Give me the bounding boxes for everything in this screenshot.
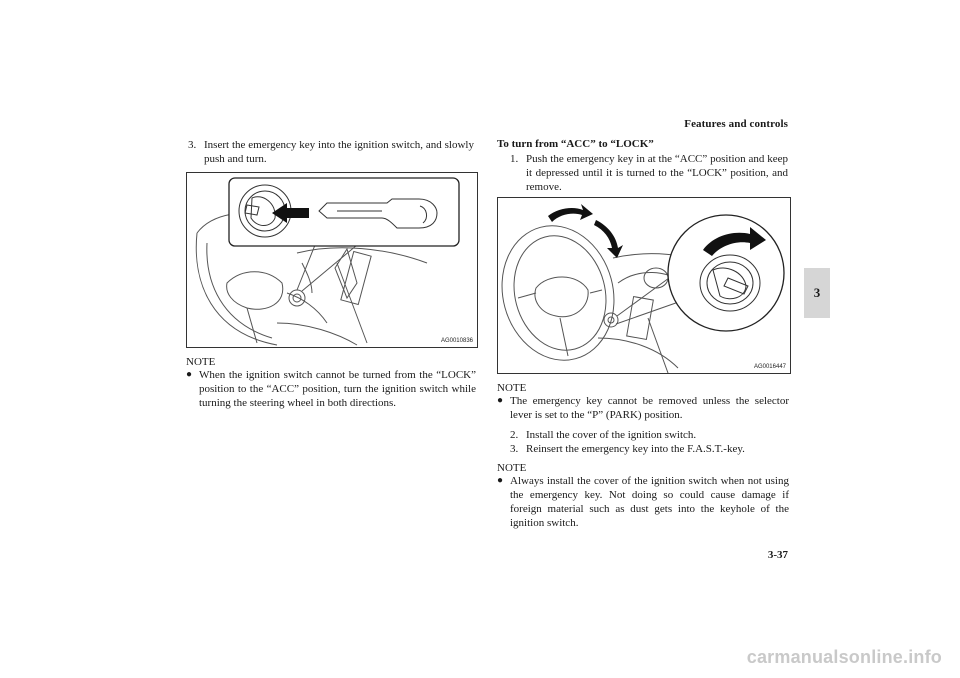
section-subheading: To turn from “ACC” to “LOCK” bbox=[497, 138, 654, 150]
chapter-tab: 3 bbox=[804, 268, 830, 318]
bullet-dot-icon: ● bbox=[497, 475, 504, 486]
note-bullet-item: ● Always install the cover of the igniti… bbox=[497, 474, 789, 530]
note-label: NOTE bbox=[186, 356, 216, 368]
step-number: 3. bbox=[510, 443, 519, 455]
step-text: Install the cover of the ignition switch… bbox=[526, 429, 697, 441]
step-number: 2. bbox=[510, 429, 519, 441]
figure-code: AG0016447 bbox=[753, 364, 786, 370]
note-bullet-item: ● The emergency key cannot be removed un… bbox=[497, 394, 789, 422]
watermark: carmanualsonline.info bbox=[746, 647, 942, 667]
step-text: Reinsert the emergency key into the F.A.… bbox=[526, 443, 745, 455]
right-step-2: 2. Install the cover of the ignition swi… bbox=[510, 428, 788, 442]
note-bullet-item: ● When the ignition switch cannot be tur… bbox=[186, 368, 476, 410]
step-text: Push the emergency key in at the “ACC” p… bbox=[526, 153, 788, 193]
note-label: NOTE bbox=[497, 462, 527, 474]
chapter-number: 3 bbox=[813, 285, 821, 300]
step-number: 3. bbox=[188, 139, 197, 151]
right-step-1: 1. Push the emergency key in at the “ACC… bbox=[510, 152, 788, 194]
page-number: 3-37 bbox=[767, 549, 788, 561]
right-step-3: 3. Reinsert the emergency key into the F… bbox=[510, 442, 788, 456]
figure-code: AG0010836 bbox=[440, 338, 473, 344]
acc-to-lock-illustration bbox=[501, 204, 785, 373]
figure-insert-key: AG0010836 bbox=[186, 172, 478, 348]
note-text: Always install the cover of the ignition… bbox=[510, 475, 789, 529]
left-step-3: 3. Insert the emergency key into the ign… bbox=[188, 138, 474, 166]
note-text: When the ignition switch cannot be turne… bbox=[199, 369, 476, 409]
figure-acc-to-lock: AG0016447 bbox=[497, 197, 791, 374]
note-text: The emergency key cannot be removed unle… bbox=[510, 395, 789, 421]
insert-key-illustration bbox=[195, 177, 460, 346]
running-header: Features and controls bbox=[684, 118, 788, 130]
bullet-dot-icon: ● bbox=[186, 369, 193, 380]
step-text: Insert the emergency key into the igniti… bbox=[204, 139, 474, 165]
note-label: NOTE bbox=[497, 382, 527, 394]
bullet-dot-icon: ● bbox=[497, 395, 504, 406]
step-number: 1. bbox=[510, 153, 519, 165]
